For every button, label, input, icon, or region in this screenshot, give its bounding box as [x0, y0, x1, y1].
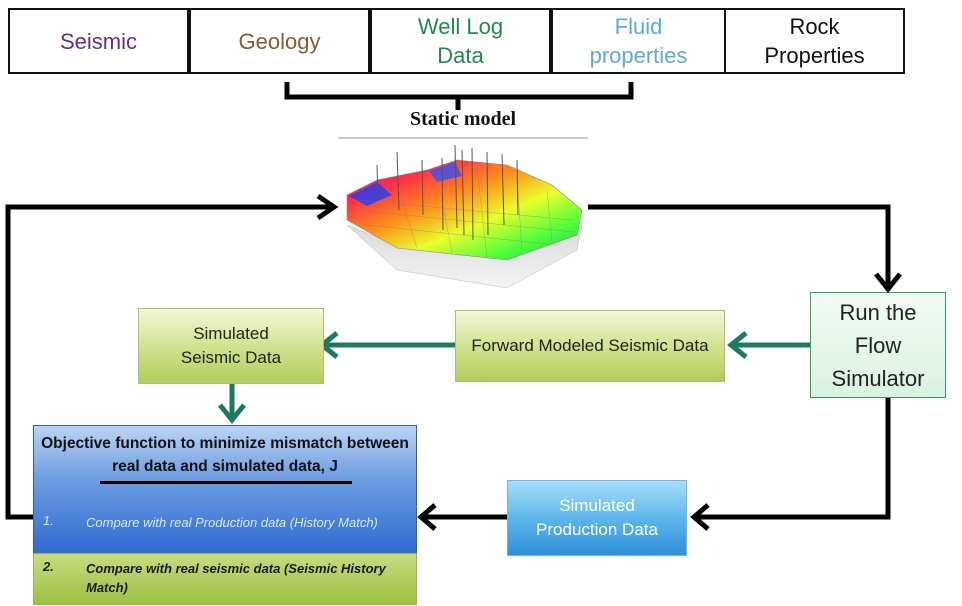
objective-title: Objective function to minimize mismatch …	[41, 435, 409, 475]
geology-box: Geology	[189, 8, 370, 74]
forward-modeled-label: Forward Modeled Seismic Data	[471, 336, 709, 355]
static-model-image	[346, 144, 583, 289]
to-simulator-arrowhead	[874, 272, 902, 294]
simulated-seismic-label: Simulated Seismic Data	[180, 324, 282, 367]
simulator-to-production-arrowhead	[690, 503, 710, 531]
run-simulator-label: Run the Flow Simulator	[831, 299, 925, 391]
simulator-to-forward-arrowhead	[726, 331, 748, 359]
rock-properties-label: Rock Properties	[764, 14, 865, 68]
model-blue-patch	[349, 182, 392, 206]
feedback-loop-line	[5, 204, 330, 520]
geology-label: Geology	[238, 28, 321, 54]
static-model-title: Static model	[409, 108, 517, 130]
model-grid	[354, 167, 576, 258]
feedback-arrowhead	[316, 193, 339, 221]
well-log-box: Well Log Data	[370, 8, 551, 74]
run-simulator-box: Run the Flow Simulator	[810, 292, 946, 398]
production-to-objective-arrowhead	[417, 503, 437, 531]
objective-item-1-number: 1.	[43, 513, 54, 528]
objective-seismic-panel: 2. Compare with real seismic data (Seism…	[33, 553, 417, 605]
objective-function-panel: Objective function to minimize mismatch …	[33, 425, 417, 555]
objective-underline	[100, 481, 352, 484]
forward-modeled-box: Forward Modeled Seismic Data	[455, 310, 725, 382]
model-wells	[376, 144, 519, 241]
seismic-label: Seismic	[59, 28, 137, 54]
fluid-properties-label: Fluid properties	[589, 14, 688, 68]
brace-connector	[284, 82, 634, 110]
rock-properties-box: Rock Properties	[724, 8, 905, 74]
simulated-seismic-box: Simulated Seismic Data	[138, 308, 324, 384]
simulator-to-production-line	[697, 398, 891, 520]
well-log-label: Well Log Data	[417, 14, 504, 68]
to-simulator-line	[588, 204, 891, 285]
objective-item-1-text: Compare with real Production data (Histo…	[86, 515, 378, 530]
simulated-production-box: Simulated Production Data	[507, 480, 687, 556]
seismic-box: Seismic	[8, 8, 189, 74]
simulated-production-label: Simulated Production Data	[536, 496, 658, 539]
fluid-properties-box: Fluid properties	[551, 8, 726, 74]
objective-item-2-text: Compare with real seismic data (Seismic …	[86, 561, 386, 595]
simulated-to-objective-arrowhead	[218, 403, 246, 425]
objective-item-2-number: 2.	[43, 559, 54, 574]
